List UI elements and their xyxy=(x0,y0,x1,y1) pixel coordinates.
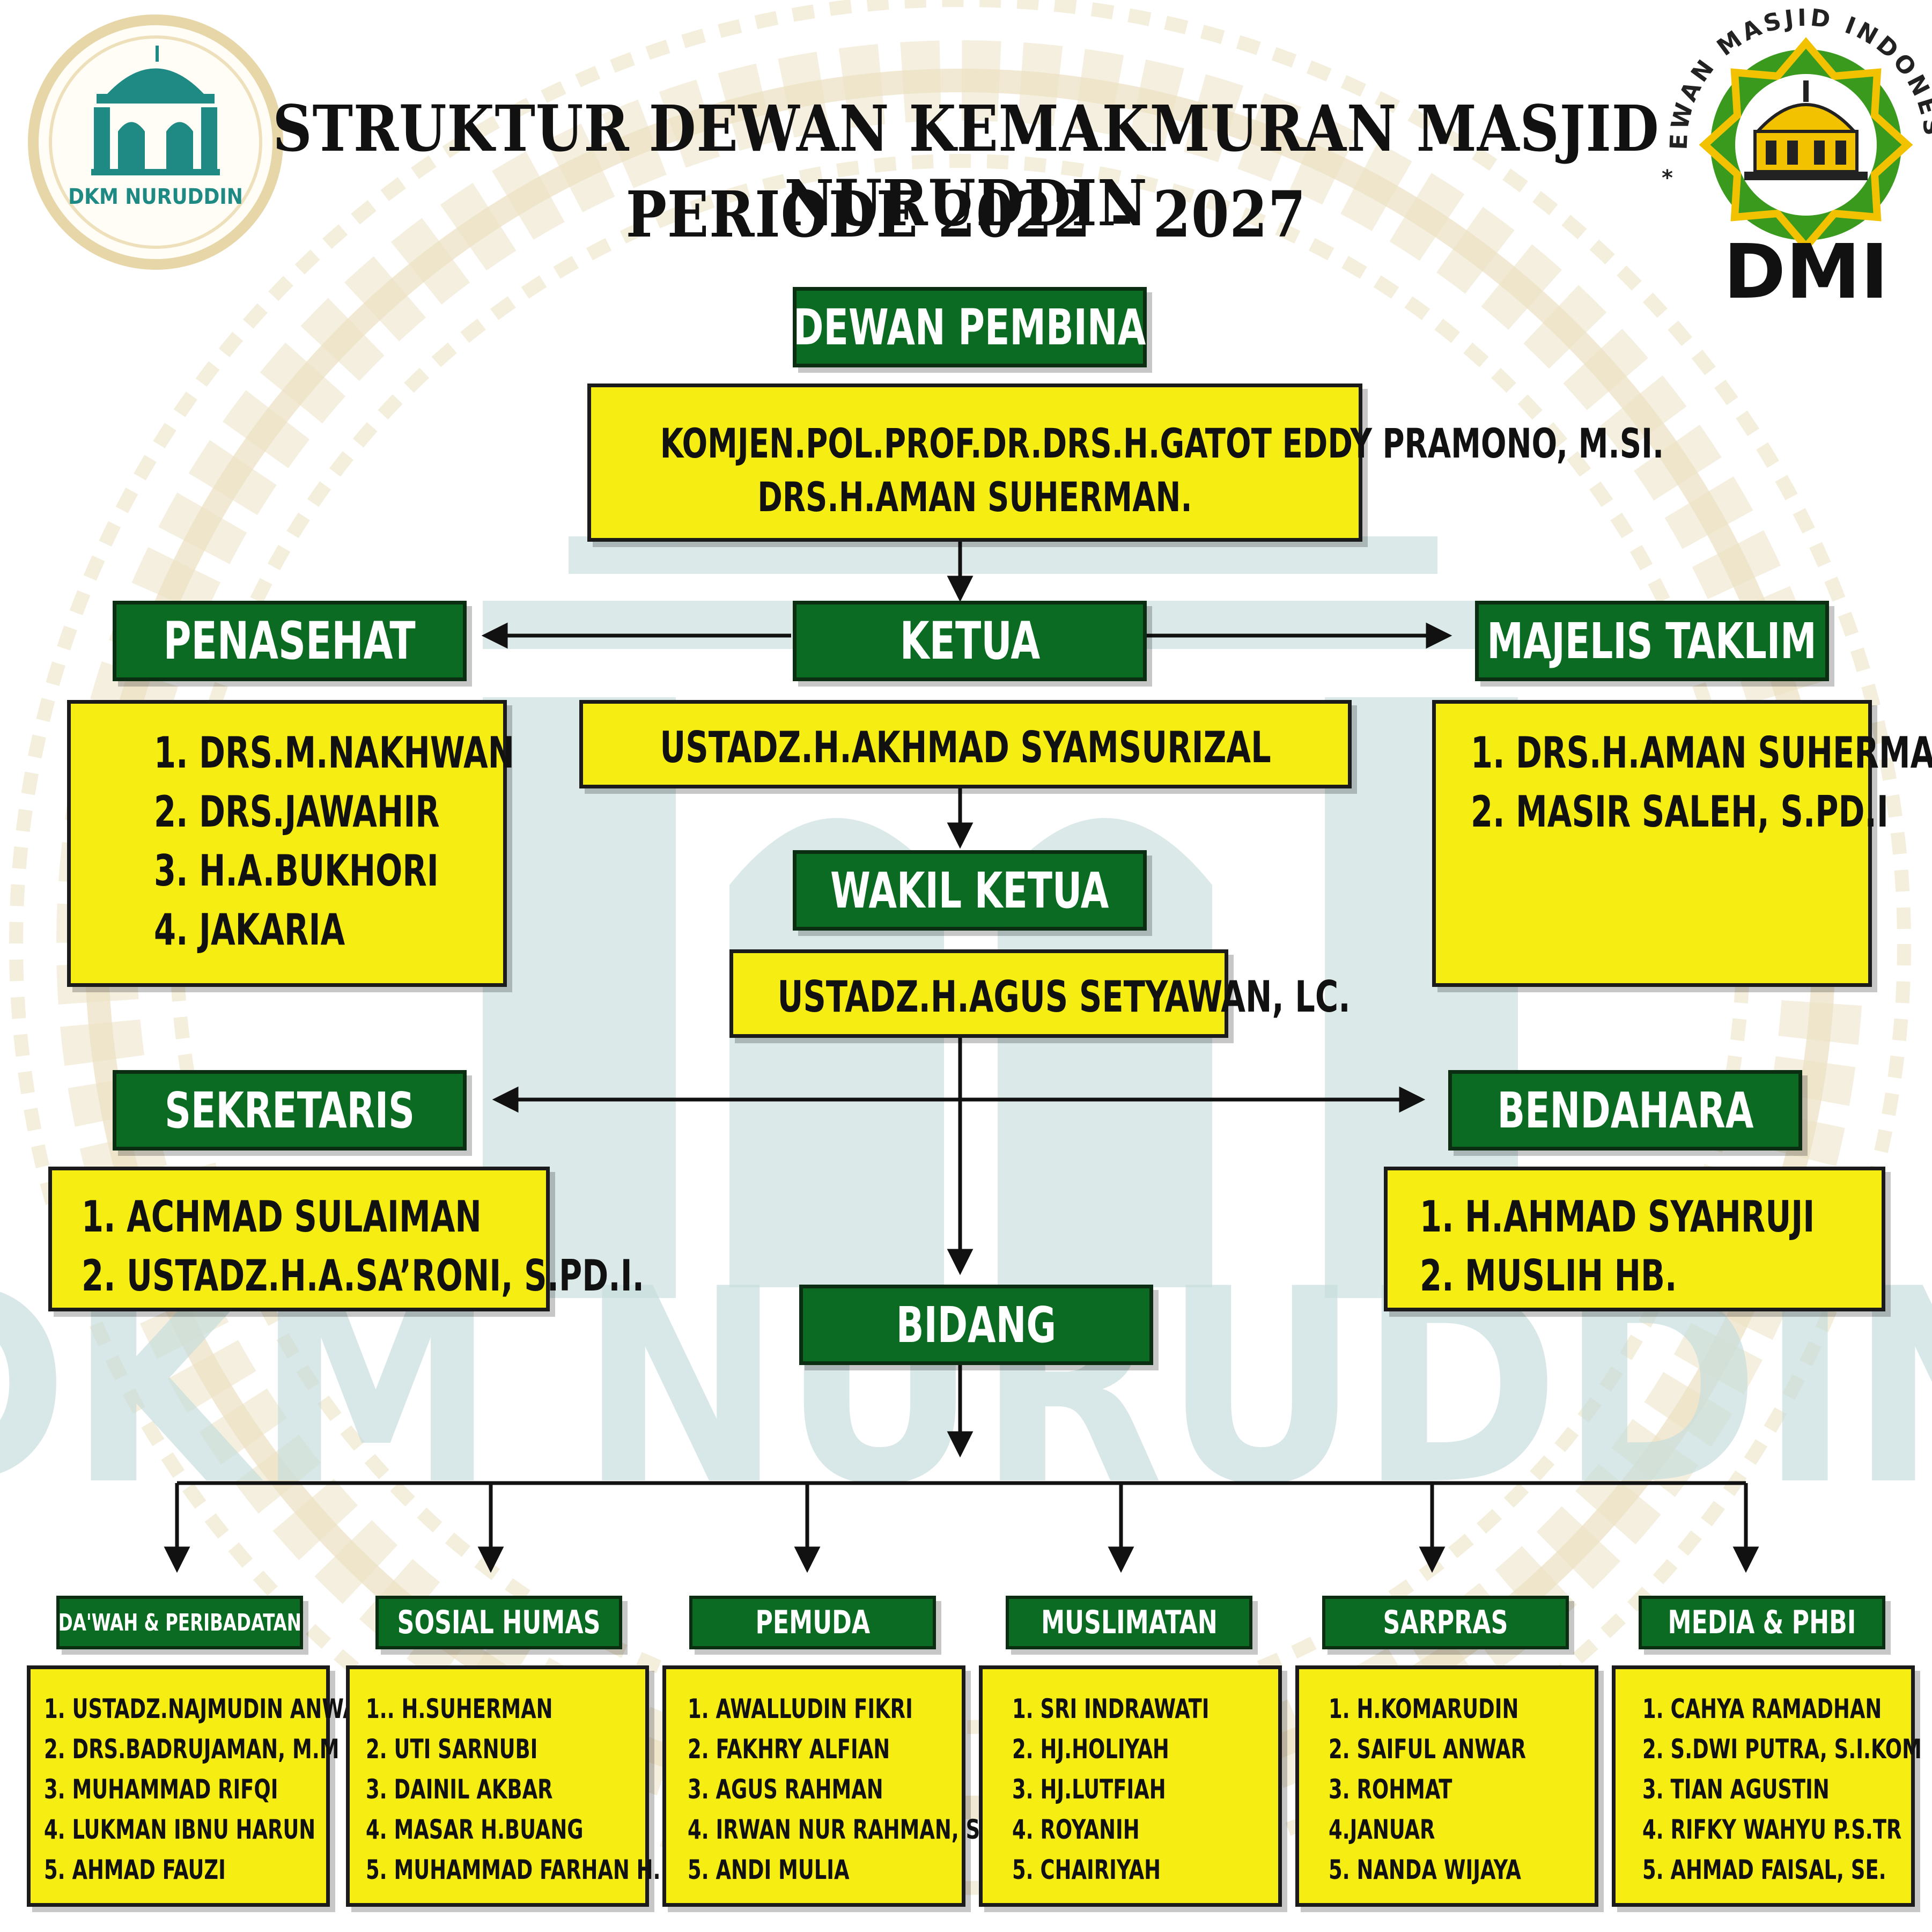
division-member: 4. RIFKY WAHYU P.S.TR xyxy=(1642,1814,1902,1845)
division-box-pemuda: 1. AWALLUDIN FIKRI 2. FAKHRY ALFIAN 3. A… xyxy=(662,1665,1001,1907)
division-member: 3. AGUS RAHMAN xyxy=(688,1774,883,1805)
dewan-pembina-heading: DEWAN PEMBINA xyxy=(793,287,1147,367)
penasehat-box: 1. DRS.M.NAKHWAN 2. DRS.JAWAHIR 3. H.A.B… xyxy=(67,700,514,987)
wakil-ketua-box: USTADZ.H.AGUS SETYAWAN, LC. xyxy=(729,949,1351,1038)
page-title: STRUKTUR DEWAN KEMAKMURAN MASJID NURUDDI… xyxy=(272,91,1660,240)
wakil-ketua-heading: WAKIL KETUA xyxy=(793,850,1147,931)
division-member: 4. ROYANIH xyxy=(1012,1814,1140,1845)
svg-text:*: * xyxy=(1662,166,1673,190)
sekretaris-member: 1. ACHMAD SULAIMAN xyxy=(82,1192,482,1242)
penasehat-heading: PENASEHAT xyxy=(113,601,467,681)
bendahara-member: 1. H.AHMAD SYAHRUJI xyxy=(1420,1192,1815,1242)
sekretaris-heading: SEKRETARIS xyxy=(113,1070,467,1151)
division-member: 1. CAHYA RAMADHAN xyxy=(1642,1693,1882,1724)
division-box-sosial-humas: 1.. H.SUHERMAN 2. UTI SARNUBI 3. DAINIL … xyxy=(346,1665,661,1907)
bendahara-box: 1. H.AHMAD SYAHRUJI 2. MUSLIH HB. xyxy=(1384,1167,1885,1311)
division-member: 1.. H.SUHERMAN xyxy=(366,1693,553,1724)
majelis-taklim-member: 1. DRS.H.AMAN SUHERMAN xyxy=(1471,728,1932,778)
majelis-taklim-heading: MAJELIS TAKLIM xyxy=(1475,601,1829,681)
division-member: 2. FAKHRY ALFIAN xyxy=(688,1734,890,1765)
division-member: 5. CHAIRIYAH xyxy=(1012,1854,1161,1885)
division-member: 5. NANDA WIJAYA xyxy=(1329,1854,1521,1885)
ketua-name: USTADZ.H.AKHMAD SYAMSURIZAL xyxy=(660,722,1271,772)
division-member: 2. DRS.BADRUJAMAN, M.M xyxy=(44,1734,340,1765)
svg-text:DMI: DMI xyxy=(1723,228,1889,316)
division-heading-muslimatan: MUSLIMATAN xyxy=(1006,1596,1252,1649)
svg-text:DKM NURUDDIN: DKM NURUDDIN xyxy=(68,185,243,209)
dewan-pembina-member: KOMJEN.POL.PROF.DR.DRS.H.GATOT EDDY PRAM… xyxy=(660,419,1664,467)
connectors xyxy=(164,536,1759,1573)
division-member: 4. MASAR H.BUANG xyxy=(366,1814,584,1845)
division-heading-sarpras: SARPRAS xyxy=(1322,1596,1569,1649)
penasehat-member: 4. JAKARIA xyxy=(154,905,345,955)
page-subtitle: PERIODE 2022 - 2027 xyxy=(625,177,1307,252)
majelis-taklim-box: 1. DRS.H.AMAN SUHERMAN 2. MASIR SALEH, S… xyxy=(1432,700,1932,987)
division-box-muslimatan: 1. SRI INDRAWATI 2. HJ.HOLIYAH 3. HJ.LUT… xyxy=(979,1665,1282,1907)
division-member: 3. DAINIL AKBAR xyxy=(366,1774,553,1805)
division-member: 2. S.DWI PUTRA, S.I.KOM xyxy=(1642,1734,1922,1765)
majelis-taklim-member: 2. MASIR SALEH, S.PD.I xyxy=(1471,787,1889,837)
sekretaris-member: 2. USTADZ.H.A.SA’RONI, S.PD.I. xyxy=(82,1251,645,1301)
bendahara-heading: BENDAHARA xyxy=(1448,1070,1802,1151)
division-member: 1. H.KOMARUDIN xyxy=(1329,1693,1519,1724)
dewan-pembina-box: KOMJEN.POL.PROF.DR.DRS.H.GATOT EDDY PRAM… xyxy=(587,384,1664,542)
division-heading-dawah: DA'WAH & PERIBADATAN xyxy=(56,1596,303,1649)
ketua-box: USTADZ.H.AKHMAD SYAMSURIZAL xyxy=(579,700,1352,788)
dkm-nuruddin-logo-icon: DKM NURUDDIN xyxy=(28,14,283,270)
division-member: 3. ROHMAT xyxy=(1329,1774,1452,1805)
dewan-pembina-member: DRS.H.AMAN SUHERMAN. xyxy=(757,473,1192,521)
division-box-media-phbi: 1. CAHYA RAMADHAN 2. S.DWI PUTRA, S.I.KO… xyxy=(1612,1665,1922,1907)
division-member: 4. LUKMAN IBNU HARUN xyxy=(44,1814,316,1845)
division-member: 2. SAIFUL ANWAR xyxy=(1329,1734,1527,1765)
division-member: 4.JANUAR xyxy=(1329,1814,1435,1845)
division-box-dawah: 1. USTADZ.NAJMUDIN ANWAR 2. DRS.BADRUJAM… xyxy=(27,1665,373,1907)
ketua-heading: KETUA xyxy=(793,601,1147,681)
division-member: 4. IRWAN NUR RAHMAN, SE. xyxy=(688,1814,1001,1845)
division-member: 3. TIAN AGUSTIN xyxy=(1642,1774,1830,1805)
division-member: 5. ANDI MULIA xyxy=(688,1854,850,1885)
division-heading-media-phbi: MEDIA & PHBI xyxy=(1639,1596,1885,1649)
division-member: 3. MUHAMMAD RIFQI xyxy=(44,1774,278,1805)
division-box-sarpras: 1. H.KOMARUDIN 2. SAIFUL ANWAR 3. ROHMAT… xyxy=(1295,1665,1598,1907)
bidang-heading: BIDANG xyxy=(799,1285,1153,1365)
division-heading-sosial-humas: SOSIAL HUMAS xyxy=(375,1596,622,1649)
division-member: 2. HJ.HOLIYAH xyxy=(1012,1734,1169,1765)
penasehat-member: 1. DRS.M.NAKHWAN xyxy=(154,728,515,778)
division-member: 3. HJ.LUTFIAH xyxy=(1012,1774,1166,1805)
division-heading-pemuda: PEMUDA xyxy=(689,1596,936,1649)
division-member: 1. AWALLUDIN FIKRI xyxy=(688,1693,913,1724)
penasehat-member: 2. DRS.JAWAHIR xyxy=(154,787,440,837)
division-member: 1. SRI INDRAWATI xyxy=(1012,1693,1210,1724)
sekretaris-box: 1. ACHMAD SULAIMAN 2. USTADZ.H.A.SA’RONI… xyxy=(48,1167,644,1311)
wakil-ketua-name: USTADZ.H.AGUS SETYAWAN, LC. xyxy=(777,972,1351,1022)
division-member: 1. USTADZ.NAJMUDIN ANWAR xyxy=(44,1693,374,1724)
division-member: 5. AHMAD FAUZI xyxy=(44,1854,226,1885)
division-member: 2. UTI SARNUBI xyxy=(366,1734,538,1765)
penasehat-member: 3. H.A.BUKHORI xyxy=(154,846,439,896)
division-member: 5. MUHAMMAD FARHAN H. xyxy=(366,1854,661,1885)
division-member: 5. AHMAD FAISAL, SE. xyxy=(1642,1854,1886,1885)
bendahara-member: 2. MUSLIH HB. xyxy=(1420,1251,1677,1301)
